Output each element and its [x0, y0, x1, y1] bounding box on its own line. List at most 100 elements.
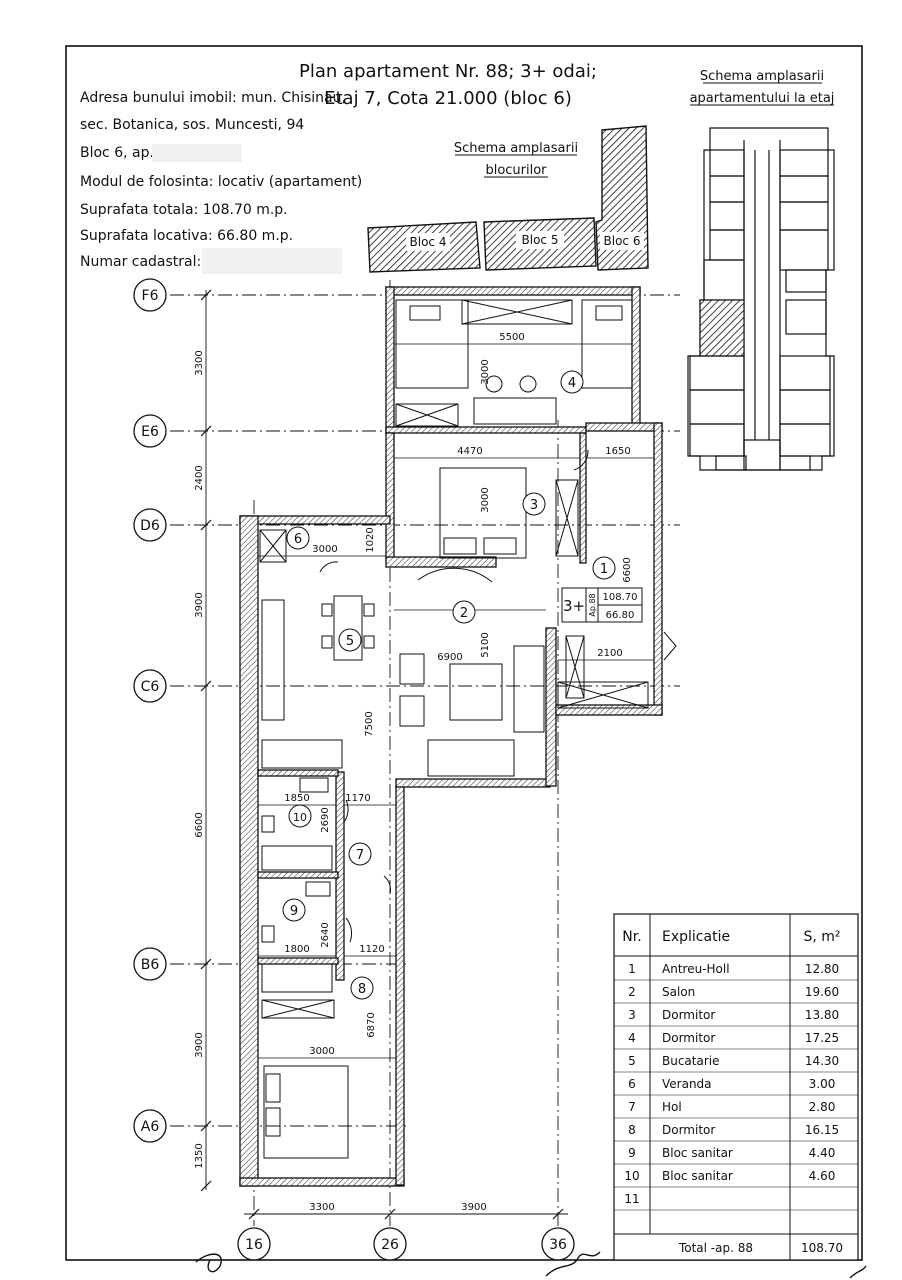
svg-text:Salon: Salon: [662, 985, 695, 999]
svg-text:16: 16: [245, 1237, 263, 1253]
dim-bottom-1: 3300: [309, 1202, 334, 1213]
svg-text:9: 9: [628, 1146, 636, 1160]
svg-text:8: 8: [358, 982, 366, 997]
table-total-label: Total -ap. 88: [678, 1241, 753, 1255]
svg-text:5500: 5500: [499, 332, 524, 343]
table-row: 5 Bucatarie 14.30: [628, 1054, 839, 1068]
svg-text:26: 26: [381, 1237, 399, 1253]
svg-text:2690: 2690: [320, 807, 331, 832]
svg-text:Dormitor: Dormitor: [662, 1123, 715, 1137]
svg-text:C6: C6: [141, 679, 160, 695]
room-marker-1: 1: [592, 556, 616, 580]
dim-left-1: 3300: [194, 350, 205, 375]
svg-text:19.60: 19.60: [805, 985, 839, 999]
plan-title-line2: Etaj 7, Cota 21.000 (bloc 6): [324, 88, 572, 109]
svg-text:F6: F6: [142, 288, 159, 304]
svg-text:5100: 5100: [480, 632, 491, 657]
room-marker-9: 9: [282, 898, 306, 922]
svg-text:6900: 6900: [437, 652, 462, 663]
axis-row-F6: F6: [133, 278, 167, 312]
svg-text:4: 4: [628, 1031, 636, 1045]
table-row: 11: [624, 1192, 639, 1206]
info-cadastral: Numar cadastral:: [80, 254, 201, 270]
svg-text:Veranda: Veranda: [662, 1077, 712, 1091]
room-marker-6: 6: [286, 526, 310, 550]
blocks-schema: Schema amplasarii blocurilor Bloc 4 Bloc…: [367, 125, 649, 273]
svg-text:4.40: 4.40: [809, 1146, 836, 1160]
svg-text:5: 5: [346, 634, 354, 649]
apartment-badge: 3+ Ap.88 108.70 66.80: [561, 587, 643, 623]
svg-text:36: 36: [549, 1237, 567, 1253]
svg-text:6: 6: [628, 1077, 636, 1091]
apt-total: 108.70: [603, 592, 638, 603]
apt-label: Ap.88: [588, 593, 597, 616]
svg-text:Bucatarie: Bucatarie: [662, 1054, 720, 1068]
svg-text:2640: 2640: [320, 922, 331, 947]
svg-text:5: 5: [628, 1054, 636, 1068]
svg-text:Dormitor: Dormitor: [662, 1008, 715, 1022]
svg-text:3000: 3000: [480, 487, 491, 512]
svg-text:3000: 3000: [480, 359, 491, 384]
floor-schema-outline: [687, 127, 835, 471]
svg-text:4.60: 4.60: [809, 1169, 836, 1183]
svg-text:4: 4: [568, 376, 576, 391]
dim-left-4: 6600: [194, 812, 205, 837]
room-marker-10: 10: [288, 804, 312, 828]
table-row: 6 Veranda 3.00: [628, 1077, 835, 1091]
floor-schema-title1: Schema amplasarii: [700, 69, 824, 84]
apartment-walls: [239, 286, 663, 1187]
redaction-cadastral: [202, 248, 342, 274]
svg-text:12.80: 12.80: [805, 962, 839, 976]
svg-text:7: 7: [356, 848, 364, 863]
dim-left-6: 1350: [194, 1143, 205, 1168]
svg-text:3: 3: [628, 1008, 636, 1022]
svg-text:10: 10: [293, 811, 307, 824]
svg-text:1170: 1170: [345, 793, 370, 804]
svg-text:10: 10: [624, 1169, 639, 1183]
svg-text:1020: 1020: [365, 527, 376, 552]
svg-text:Antreu-Holl: Antreu-Holl: [662, 962, 730, 976]
svg-text:Bloc sanitar: Bloc sanitar: [662, 1169, 733, 1183]
info-total-area: Suprafata totala: 108.70 m.p.: [80, 202, 288, 218]
info-address: Adresa bunului imobil: mun. Chisinau,: [80, 90, 346, 106]
axis-bubbles: F6 E6 D6 C6 B6 A6 16 26: [133, 278, 575, 1261]
bloc-6-label: Bloc 6: [604, 234, 641, 248]
svg-text:2100: 2100: [597, 648, 622, 659]
table-total-value: 108.70: [801, 1241, 843, 1255]
svg-text:1: 1: [628, 962, 636, 976]
bloc-4-label: Bloc 4: [410, 235, 447, 249]
svg-text:9: 9: [290, 904, 298, 919]
axis-row-B6: B6: [133, 947, 167, 981]
table-header-area: S, m²: [803, 929, 840, 945]
inner-dimension-labels: 5500 3000 4470 1650 3000 3000 1020 6600 …: [284, 332, 633, 1057]
apt-living: 66.80: [606, 610, 635, 621]
svg-text:D6: D6: [140, 518, 160, 534]
floor-schema: Schema amplasarii apartamentului la etaj: [687, 69, 835, 471]
svg-text:11: 11: [624, 1192, 639, 1206]
room-marker-2: 2: [452, 600, 476, 624]
svg-text:4470: 4470: [457, 446, 482, 457]
axis-row-C6: C6: [133, 669, 167, 703]
floor-schema-title2: apartamentului la etaj: [690, 91, 835, 106]
svg-text:A6: A6: [141, 1119, 160, 1135]
dim-bottom-2: 3900: [461, 1202, 486, 1213]
svg-text:3.00: 3.00: [809, 1077, 836, 1091]
svg-text:2: 2: [460, 606, 468, 621]
info-usage: Modul de folosinta: locativ (apartament): [80, 174, 362, 190]
axis-row-D6: D6: [133, 508, 167, 542]
dim-left-3: 3900: [194, 592, 205, 617]
svg-text:14.30: 14.30: [805, 1054, 839, 1068]
table-row: 1 Antreu-Holl 12.80: [628, 962, 839, 976]
signature-marks: [195, 1251, 867, 1279]
svg-text:Hol: Hol: [662, 1100, 682, 1114]
redaction-apartment: [152, 144, 242, 162]
room-marker-8: 8: [350, 976, 374, 1000]
svg-text:2.80: 2.80: [809, 1100, 836, 1114]
svg-text:Dormitor: Dormitor: [662, 1031, 715, 1045]
bloc-5-label: Bloc 5: [522, 233, 559, 247]
